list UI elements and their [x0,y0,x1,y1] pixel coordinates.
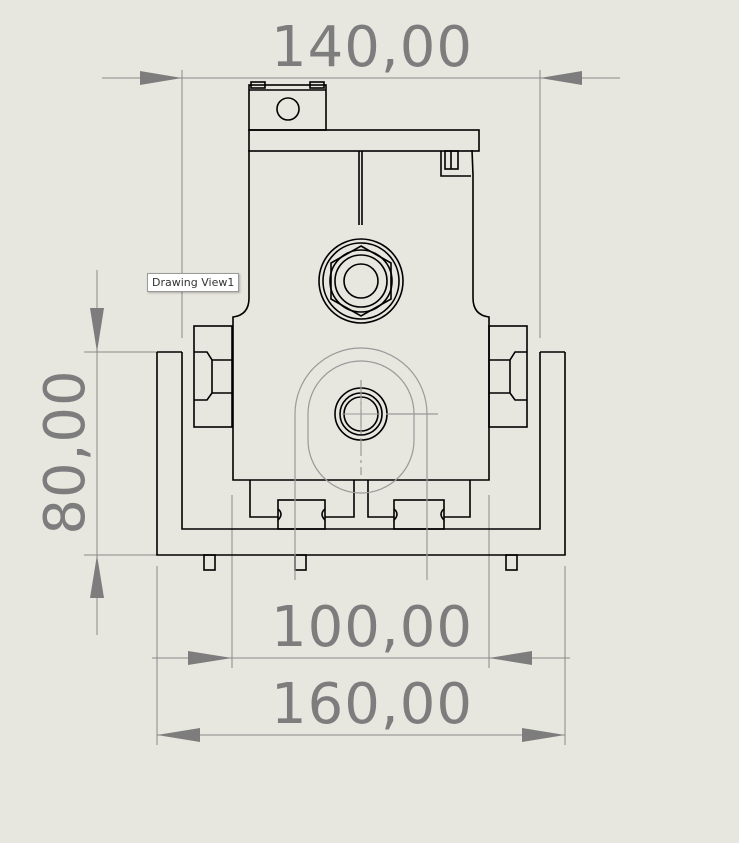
dimension-left-label: 80,00 [33,369,98,534]
arrowhead-left [188,651,232,665]
base-tray [156,351,566,556]
drawing-view-tooltip: Drawing View1 [147,273,240,292]
feet-pins [203,554,518,571]
center-nut [318,238,404,324]
arrowhead-up [90,308,104,352]
arrowhead-right [540,71,582,85]
arrowhead-left [157,728,200,742]
main-body [232,81,490,481]
dimension-bottom-width[interactable]: 160,00 [157,672,565,742]
hidden-geometry [294,347,438,580]
dimension-inner-label: 100,00 [271,595,473,660]
dimension-inner-width[interactable]: 100,00 [152,595,570,665]
arrowhead-right [522,728,565,742]
side-clamp-left [193,325,233,428]
dimension-bottom-label: 160,00 [271,672,473,737]
side-clamp-right [488,325,528,428]
arrowhead-left [140,71,182,85]
part-geometry[interactable] [156,81,566,571]
dimension-top-width[interactable]: 140,00 [102,15,620,85]
arrowhead-right [489,651,532,665]
center-marks [342,395,380,433]
bottom-jaws [249,480,471,530]
dimension-left-height[interactable]: 80,00 [33,270,104,635]
dimension-top-label: 140,00 [271,15,473,80]
arrowhead-down [90,555,104,598]
